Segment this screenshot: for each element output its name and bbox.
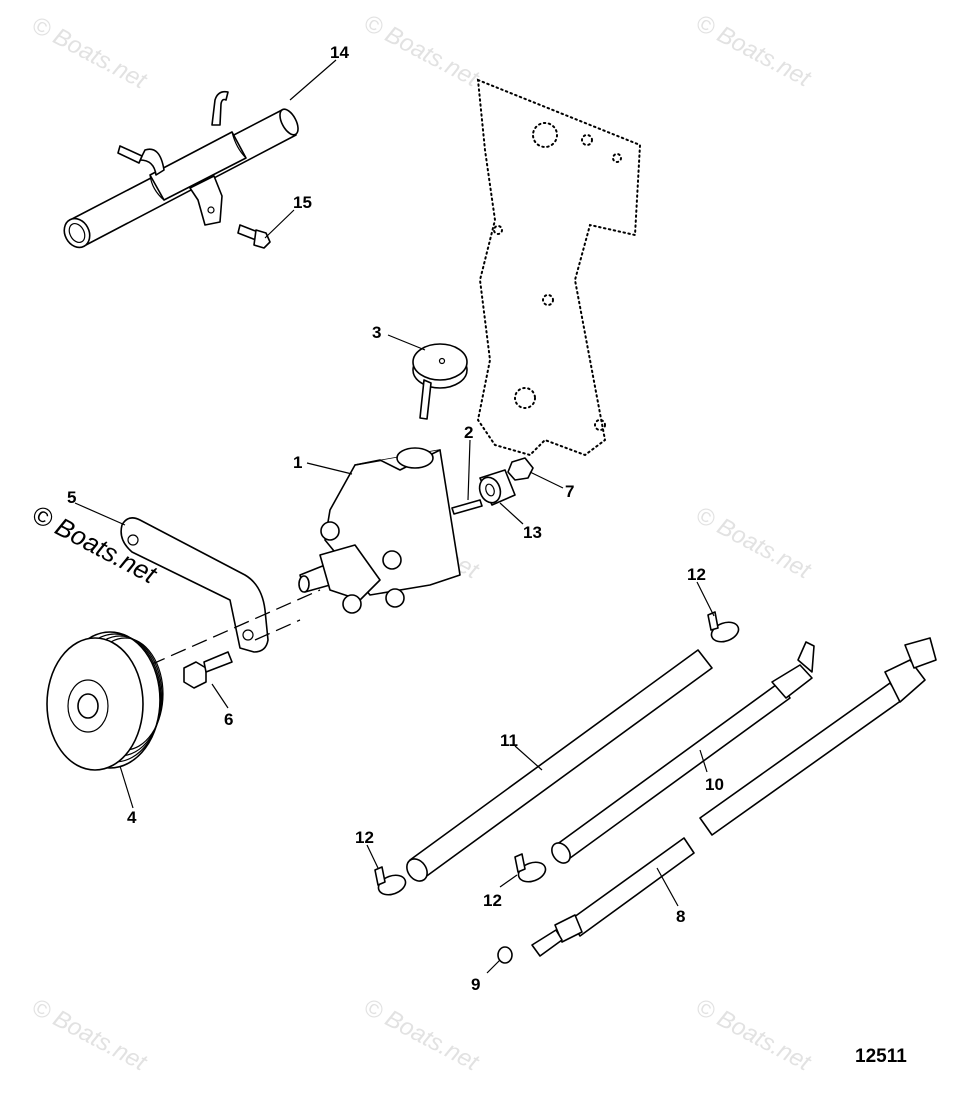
callout-5: 5 bbox=[67, 488, 76, 507]
tube-part-10[interactable] bbox=[548, 641, 815, 867]
spacer-part-13[interactable] bbox=[476, 469, 516, 506]
callout-12-left: 12 bbox=[355, 828, 374, 847]
alignment-line bbox=[149, 589, 321, 666]
watermark: © Boats.net bbox=[27, 993, 152, 1077]
tube-part-11[interactable] bbox=[403, 649, 713, 885]
watermark: © Boats.net bbox=[359, 993, 484, 1077]
callout-1: 1 bbox=[293, 453, 302, 472]
bracket-holes bbox=[493, 122, 622, 431]
callout-12-top: 12 bbox=[687, 565, 706, 584]
callout-3: 3 bbox=[372, 323, 381, 342]
pump-part-1[interactable] bbox=[298, 447, 461, 614]
watermark: © Boats.net bbox=[691, 993, 816, 1077]
oring-part-9[interactable] bbox=[497, 946, 513, 964]
callout-11: 11 bbox=[500, 731, 518, 750]
callout-10: 10 bbox=[705, 775, 724, 794]
nut-part-7[interactable] bbox=[507, 457, 534, 481]
bolt-part-15[interactable] bbox=[237, 224, 271, 249]
stud-part-2[interactable] bbox=[451, 499, 483, 515]
watermark: © Boats.net bbox=[691, 9, 816, 93]
hose-part-8[interactable] bbox=[531, 637, 937, 957]
callout-6: 6 bbox=[224, 710, 233, 729]
pipe-part-14[interactable] bbox=[59, 90, 301, 252]
callout-12-mid: 12 bbox=[483, 891, 502, 910]
callout-9: 9 bbox=[471, 975, 480, 994]
clamp-part-12-left[interactable] bbox=[374, 866, 408, 898]
pulley-part-4[interactable] bbox=[46, 631, 164, 771]
callout-13: 13 bbox=[523, 523, 542, 542]
watermark: © Boats.net bbox=[27, 11, 152, 95]
engine-bracket-outline bbox=[476, 78, 642, 457]
callout-4: 4 bbox=[127, 808, 137, 827]
callout-8: 8 bbox=[676, 907, 685, 926]
watermark: © Boats.net bbox=[359, 9, 484, 93]
clamp-part-12-mid[interactable] bbox=[514, 853, 548, 885]
clamp-part-12-top[interactable] bbox=[707, 611, 741, 645]
bracket-part-5[interactable] bbox=[120, 517, 269, 653]
bolt-part-6[interactable] bbox=[183, 651, 233, 689]
watermark: © Boats.net bbox=[691, 501, 816, 585]
reference-number: 12511 bbox=[855, 1046, 907, 1067]
alignment-line bbox=[254, 619, 301, 641]
callout-2: 2 bbox=[464, 423, 473, 442]
callout-14: 14 bbox=[330, 43, 349, 62]
cap-part-3[interactable] bbox=[412, 343, 468, 420]
leader-lines bbox=[74, 59, 715, 974]
callout-15: 15 bbox=[293, 193, 312, 212]
callout-7: 7 bbox=[565, 482, 574, 501]
